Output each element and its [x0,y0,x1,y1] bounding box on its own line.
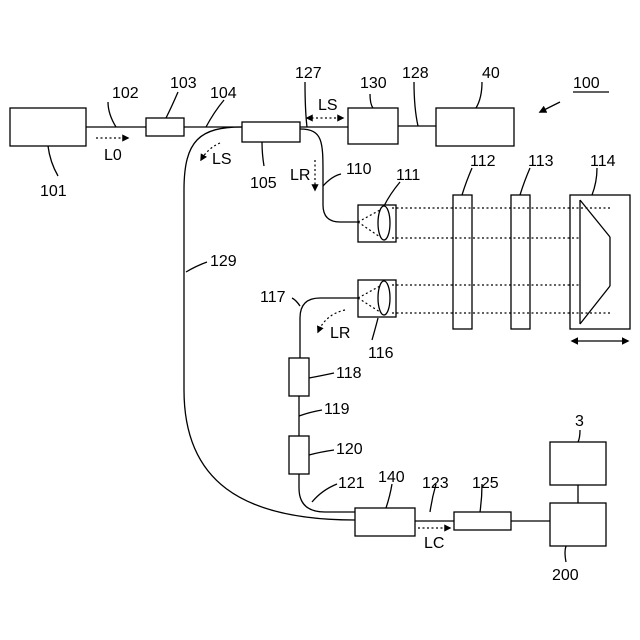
label-123: 123 [422,475,449,492]
component-box-103 [146,118,184,136]
label-102: 102 [112,85,139,102]
label-128: 128 [402,65,429,82]
label-116: 116 [368,345,394,362]
label-113: 113 [528,153,554,170]
beam-label-lr-lower: LR [330,325,350,342]
collimator-lens-116 [358,280,396,317]
label-100: 100 [573,75,600,92]
reflector-box-114 [570,195,630,329]
label-101: 101 [40,183,67,200]
component-box-200 [550,503,606,546]
label-140: 140 [378,469,405,486]
label-200: 200 [552,567,579,584]
label-125: 125 [472,475,499,492]
beam-label-lr-upper: LR [290,167,310,184]
label-110: 110 [346,161,372,178]
label-111: 111 [396,167,420,184]
beam-label-l0: L0 [104,147,122,164]
label-105: 105 [250,175,277,192]
label-104: 104 [210,85,237,102]
label-120: 120 [336,441,363,458]
component-box-3 [550,442,606,485]
label-103: 103 [170,75,197,92]
component-box-118 [289,358,309,396]
beam-label-ls-upper: LS [318,97,338,114]
filter-plate-112 [453,195,472,329]
beam-label-ls-left: LS [212,151,232,168]
label-114: 114 [590,153,616,170]
label-112: 112 [470,153,496,170]
component-box-125 [454,512,511,530]
filter-plate-113 [511,195,530,329]
label-40: 40 [482,65,500,82]
component-box-130 [348,108,398,144]
label-119: 119 [324,401,350,418]
label-118: 118 [336,365,362,382]
label-121: 121 [338,475,365,492]
label-129: 129 [210,253,237,270]
component-box-40 [436,108,514,146]
label-117: 117 [260,289,286,306]
coupler-box-140 [355,508,415,536]
label-130: 130 [360,75,387,92]
collimator-lens-111 [358,205,396,242]
beam-label-lc: LC [424,535,444,552]
light-source-box-101 [10,108,86,146]
label-127: 127 [295,65,322,82]
component-box-120 [289,436,309,474]
label-3: 3 [575,413,584,430]
coupler-box-105 [242,122,300,142]
